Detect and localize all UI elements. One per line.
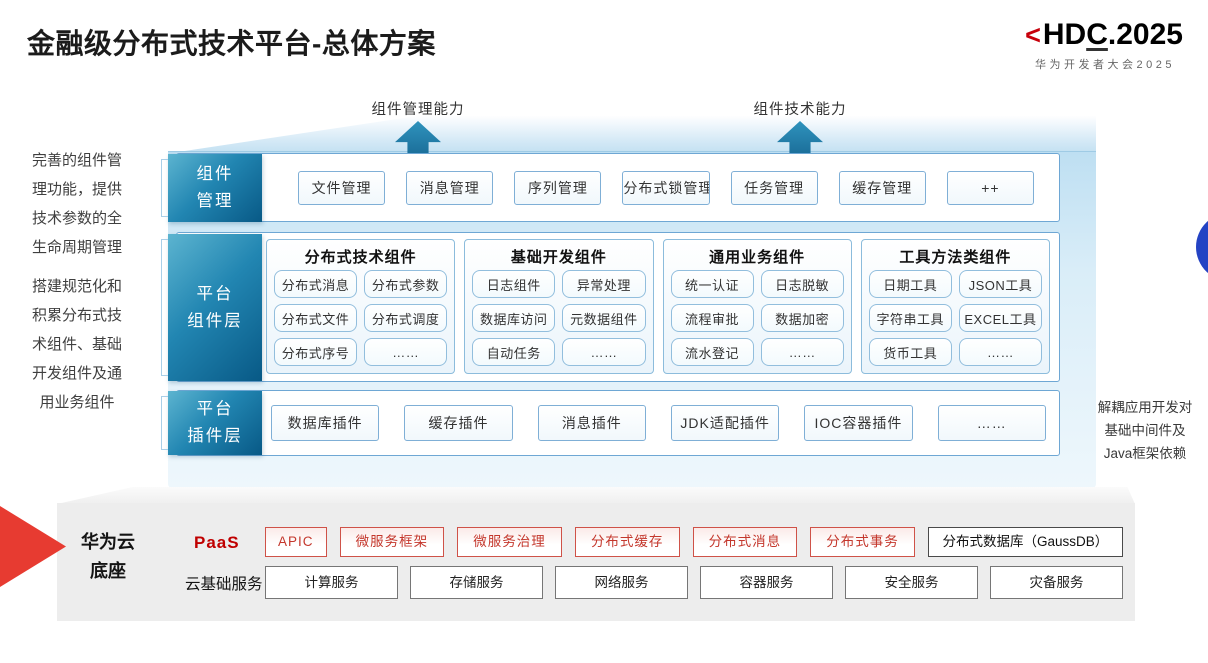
component-chip: 货币工具 <box>868 338 952 366</box>
platform-plugin-layer-label: 平台 插件层 <box>161 391 262 455</box>
management-chip: 分布式锁管理 <box>622 170 710 205</box>
component-chip: 统一认证 <box>670 270 754 298</box>
plugin-chip: 数据库插件 <box>271 405 380 441</box>
iaas-chip: 容器服务 <box>700 566 833 599</box>
component-chip: EXCEL工具 <box>958 304 1042 332</box>
management-chip: 序列管理 <box>514 170 602 205</box>
component-chip: 流程审批 <box>670 304 754 332</box>
platform-backdrop-top-face <box>178 116 1096 152</box>
component-chip: 日期工具 <box>868 270 952 298</box>
plugin-chip: 消息插件 <box>537 405 646 441</box>
plugin-chip: JDK适配插件 <box>670 405 780 441</box>
component-chip: …… <box>562 338 646 366</box>
component-chip: 字符串工具 <box>868 304 952 332</box>
management-chip: ++ <box>946 170 1034 205</box>
component-management-label: 组件 管理 <box>161 154 262 222</box>
management-chip: 任务管理 <box>730 170 818 205</box>
blue-circle-decoration <box>1196 212 1208 282</box>
column-grid: 日志组件异常处理数据库访问元数据组件自动任务…… <box>472 270 646 366</box>
component-chip: 元数据组件 <box>562 304 646 332</box>
column-grid: 统一认证日志脱敏流程审批数据加密流水登记…… <box>670 270 844 366</box>
column-header: 分布式技术组件 <box>304 249 417 266</box>
column-header: 基础开发组件 <box>510 249 607 266</box>
iaas-chip: 存储服务 <box>410 566 543 599</box>
component-chip: 自动任务 <box>472 338 556 366</box>
component-chip: 异常处理 <box>562 270 646 298</box>
foundation-slab-top-face <box>57 487 1135 504</box>
iaas-chip: 安全服务 <box>845 566 978 599</box>
component-chip: 日志脱敏 <box>760 270 844 298</box>
paas-chip: 分布式事务 <box>810 527 915 557</box>
column-common-business: 通用业务组件 统一认证日志脱敏流程审批数据加密流水登记…… <box>662 239 852 374</box>
column-header: 通用业务组件 <box>709 249 806 266</box>
component-chip: 分布式参数 <box>364 270 448 298</box>
capability-technology-label: 组件技术能力 <box>753 102 847 118</box>
iaas-chip: 灾备服务 <box>990 566 1123 599</box>
paas-chip: APIC <box>265 527 327 557</box>
paas-service-list: APIC 微服务框架微服务治理分布式缓存分布式消息分布式事务 <box>265 527 915 557</box>
management-chip: 文件管理 <box>298 170 386 205</box>
component-management-row: 文件管理消息管理序列管理分布式锁管理任务管理缓存管理 ++ <box>176 153 1060 222</box>
column-grid: 分布式消息分布式参数分布式文件分布式调度分布式序号…… <box>274 270 448 366</box>
paas-label: PaaS <box>194 533 240 552</box>
foundation-slab <box>57 503 1135 621</box>
capability-management-label: 组件管理能力 <box>371 102 465 118</box>
plugin-chip: IOC容器插件 <box>804 405 913 441</box>
huawei-cloud-base-label: 华为云 底座 <box>81 532 135 581</box>
component-chip: 数据加密 <box>760 304 844 332</box>
note-decoupling: 解耦应用开发对 基础中间件及 Java框架依赖 <box>1097 400 1193 461</box>
paas-chip: 微服务治理 <box>457 527 562 557</box>
column-basic-dev: 基础开发组件 日志组件异常处理数据库访问元数据组件自动任务…… <box>464 239 654 374</box>
column-header: 工具方法类组件 <box>899 249 1012 266</box>
paas-chip: 分布式消息 <box>692 527 798 557</box>
note-component-management: 完善的组件管 理功能，提供 技术参数的全 生命周期管理 <box>31 152 122 256</box>
cloud-basic-services-row: 计算服务存储服务网络服务容器服务安全服务灾备服务 <box>265 566 1123 599</box>
logo-left-bracket-icon: < <box>1025 20 1041 50</box>
management-chip: 消息管理 <box>406 170 494 205</box>
component-chip: 数据库访问 <box>472 304 556 332</box>
paas-chip: 分布式缓存 <box>574 527 680 557</box>
plugin-chip: 缓存插件 <box>404 405 513 441</box>
platform-component-layer-label: 平台 组件层 <box>161 234 262 381</box>
cloud-basic-services-label: 云基础服务 <box>185 576 263 593</box>
platform-plugin-layer-row: 数据库插件缓存插件消息插件 JDK适配插件 IOC容器插件 …… <box>176 390 1060 456</box>
component-chip: 日志组件 <box>472 270 556 298</box>
hdc-logo-subtitle: 华为开发者大会2025 <box>1035 59 1175 71</box>
component-chip: 分布式消息 <box>274 270 358 298</box>
component-chip: 分布式文件 <box>274 304 358 332</box>
component-chip: …… <box>760 338 844 366</box>
platform-component-layer-row: 分布式技术组件 分布式消息分布式参数分布式文件分布式调度分布式序号…… 基础开发… <box>176 232 1060 382</box>
iaas-chip: 计算服务 <box>265 566 398 599</box>
component-chip: …… <box>364 338 448 366</box>
component-chip: 分布式序号 <box>274 338 358 366</box>
plugin-chip: …… <box>937 405 1046 441</box>
gaussdb-chip: 分布式数据库（GaussDB） <box>927 527 1123 557</box>
component-chip: 分布式调度 <box>364 304 448 332</box>
note-component-building: 搭建规范化和 积累分布式技 术组件、基础 开发组件及通 用业务组件 <box>31 278 122 411</box>
component-chip: 流水登记 <box>670 338 754 366</box>
management-chip: 缓存管理 <box>838 170 926 205</box>
paas-chip: 微服务框架 <box>339 527 445 557</box>
iaas-chip: 网络服务 <box>555 566 688 599</box>
page-title: 金融级分布式技术平台-总体方案 <box>27 28 436 59</box>
column-distributed-tech: 分布式技术组件 分布式消息分布式参数分布式文件分布式调度分布式序号…… <box>266 239 456 374</box>
paas-row: APIC 微服务框架微服务治理分布式缓存分布式消息分布式事务 分布式数据库（Gau… <box>265 527 1123 557</box>
component-chip: JSON工具 <box>958 270 1042 298</box>
component-chip: …… <box>958 338 1042 366</box>
